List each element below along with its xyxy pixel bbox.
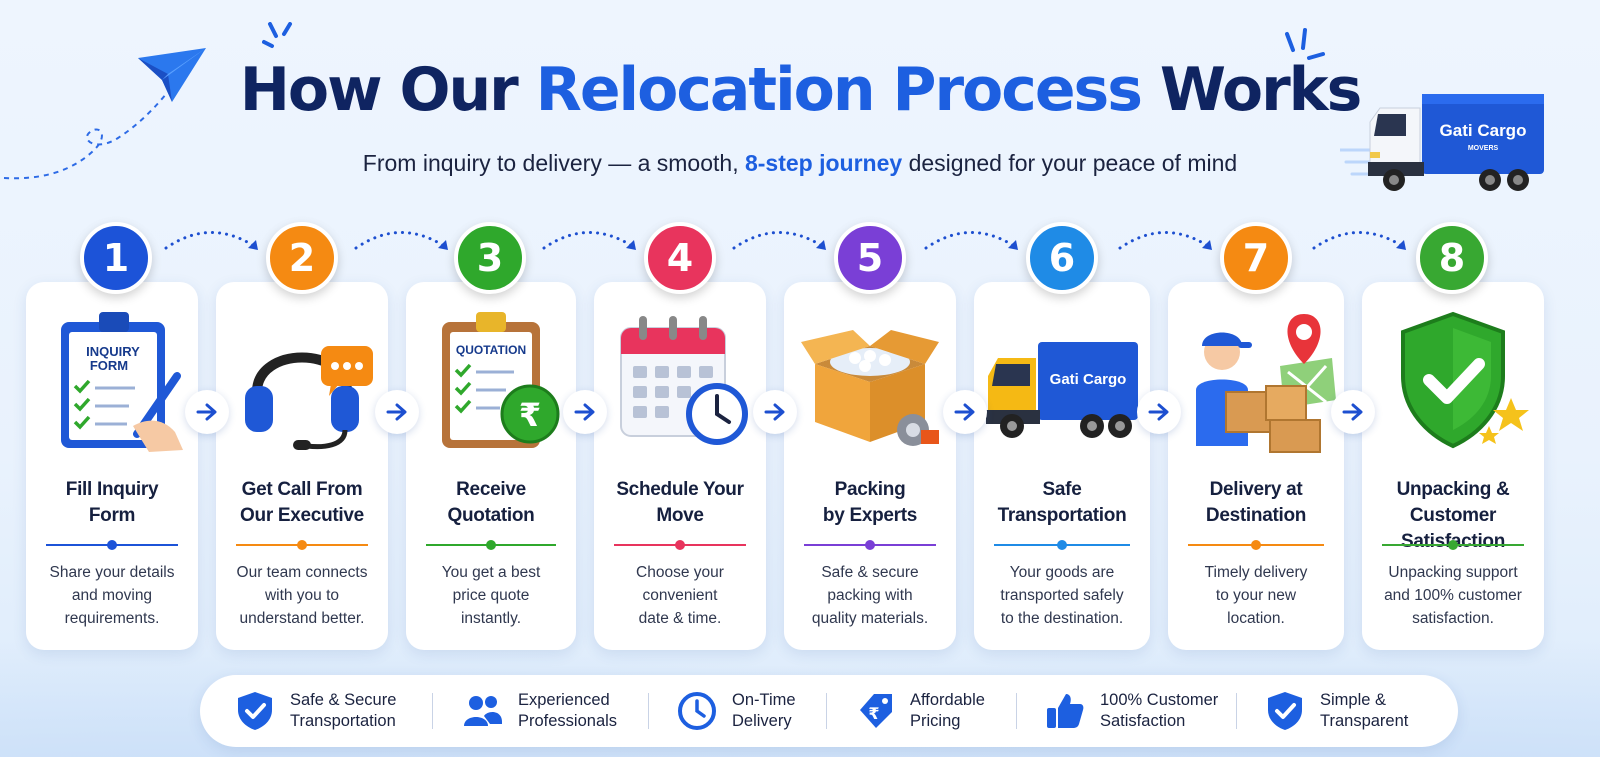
feature-divider	[432, 693, 433, 729]
svg-text:Gati Cargo: Gati Cargo	[1050, 371, 1127, 388]
step-number-badge: 6	[1026, 222, 1098, 294]
paper-plane-icon	[3, 48, 206, 180]
step-divider	[614, 540, 746, 550]
next-arrow-icon	[753, 390, 797, 434]
step-description: Unpacking support and 100% customer sati…	[1384, 564, 1522, 627]
step-description: Timely delivery to your new location.	[1204, 564, 1308, 627]
svg-text:INQUIRY: INQUIRY	[86, 344, 140, 359]
features-bar: Safe & Secure Transportation Experienced…	[200, 675, 1458, 747]
open-box-icon	[801, 330, 939, 446]
step-number-badge: 8	[1416, 222, 1488, 294]
svg-text:Gati Cargo: Gati Cargo	[1440, 121, 1527, 140]
rupee-tag-icon: ₹	[860, 694, 892, 728]
quotation-clipboard-icon: QUOTATION ₹	[442, 312, 560, 448]
feature-item: Safe & Secure Transportation	[234, 675, 396, 747]
step-card-5: Packing by Experts Safe & secure packing…	[784, 282, 956, 650]
step-title: Delivery at Destination	[1205, 479, 1307, 526]
step-divider	[46, 540, 178, 550]
shield-check-icon	[238, 692, 272, 730]
step-card-4: Schedule Your Move Choose your convenien…	[594, 282, 766, 650]
delivery-person-icon	[1196, 314, 1336, 453]
feature-divider	[648, 693, 649, 729]
inquiry-form-icon: INQUIRY FORM	[61, 312, 183, 452]
step-divider	[804, 540, 936, 550]
step-card-8: Unpacking & Customer Satisfaction Unpack…	[1362, 282, 1544, 650]
step-description: Choose your convenient date & time.	[636, 564, 724, 627]
feature-item: Simple & Transparent	[1264, 675, 1408, 747]
connector-arc	[542, 231, 636, 250]
feature-label: Safe & Secure Transportation	[290, 691, 397, 730]
sparkle-icon	[1285, 28, 1325, 60]
feature-label: Affordable Pricing	[910, 691, 985, 730]
step-description: You get a best price quote instantly.	[441, 564, 541, 627]
step-card-1: INQUIRY FORM Fill Inquiry Form Share you…	[26, 282, 198, 650]
connector-arc	[164, 231, 258, 250]
headset-chat-icon	[245, 346, 373, 450]
svg-text:₹: ₹	[868, 704, 879, 723]
step-divider	[994, 540, 1130, 550]
connector-arc	[924, 231, 1018, 250]
step-title: Fill Inquiry Form	[65, 479, 159, 526]
feature-item: 100% Customer Satisfaction	[1044, 675, 1218, 747]
step-number-badge: 1	[80, 222, 152, 294]
next-arrow-icon	[1331, 390, 1375, 434]
feature-label: On-Time Delivery	[732, 691, 796, 730]
step-number-badge: 7	[1220, 222, 1292, 294]
step-divider	[1188, 540, 1324, 550]
feature-divider	[826, 693, 827, 729]
next-arrow-icon	[563, 390, 607, 434]
connector-arc	[1312, 231, 1406, 250]
brand-truck-icon: Gati Cargo MOVERS	[1340, 94, 1544, 191]
clock-icon	[678, 692, 716, 730]
truck-icon: Gati Cargo	[986, 342, 1138, 438]
connector-arc	[1118, 231, 1212, 250]
connector-arc	[732, 231, 826, 250]
step-number-badge: 2	[266, 222, 338, 294]
feature-item: Experienced Professionals	[462, 675, 617, 747]
step-title: Receive Quotation	[447, 479, 535, 526]
feature-divider	[1016, 693, 1017, 729]
step-divider	[426, 540, 556, 550]
people-icon	[464, 696, 502, 726]
connector-arc	[354, 231, 448, 250]
svg-text:FORM: FORM	[90, 358, 128, 373]
next-arrow-icon	[185, 390, 229, 434]
thumbs-up-icon	[1047, 694, 1084, 728]
page-subtitle: From inquiry to delivery — a smooth, 8-s…	[362, 150, 1238, 176]
step-title: Schedule Your Move	[616, 479, 744, 526]
next-arrow-icon	[375, 390, 419, 434]
step-description: Safe & secure packing with quality mater…	[811, 564, 929, 627]
step-number-badge: 4	[644, 222, 716, 294]
step-divider	[236, 540, 368, 550]
feature-label: Simple & Transparent	[1320, 691, 1409, 730]
step-title: Safe Transportation	[997, 479, 1127, 526]
svg-text:₹: ₹	[519, 396, 541, 434]
svg-text:QUOTATION: QUOTATION	[456, 343, 526, 357]
feature-label: 100% Customer Satisfaction	[1100, 691, 1219, 730]
calendar-clock-icon	[620, 316, 748, 445]
step-title: Get Call From Our Executive	[240, 479, 364, 526]
shield-check-icon	[1268, 692, 1302, 730]
next-arrow-icon	[943, 390, 987, 434]
step-number-badge: 5	[834, 222, 906, 294]
step-description: Our team connects with you to understand…	[236, 564, 368, 627]
feature-item: On-Time Delivery	[676, 675, 796, 747]
step-description: Share your details and moving requiremen…	[49, 564, 175, 627]
page-title: How Our Relocation Process Works	[239, 55, 1363, 125]
svg-text:MOVERS: MOVERS	[1468, 145, 1499, 152]
step-number-badge: 3	[454, 222, 526, 294]
next-arrow-icon	[1137, 390, 1181, 434]
step-description: Your goods are transported safely to the…	[1000, 564, 1124, 627]
step-card-2: Get Call From Our Executive Our team con…	[216, 282, 388, 650]
feature-label: Experienced Professionals	[518, 691, 618, 730]
step-card-7: Delivery at Destination Timely delivery …	[1168, 282, 1344, 650]
step-card-3: QUOTATION ₹ Receive Quotation You get a …	[406, 282, 576, 650]
sparkle-icon	[262, 22, 292, 48]
step-card-6: Gati Cargo Safe Transportation Your good…	[974, 282, 1150, 650]
step-title: Packing by Experts	[822, 479, 918, 526]
shield-check-icon	[1401, 311, 1529, 449]
feature-item: ₹ Affordable Pricing	[854, 675, 985, 747]
feature-divider	[1236, 693, 1237, 729]
step-divider	[1382, 540, 1524, 550]
